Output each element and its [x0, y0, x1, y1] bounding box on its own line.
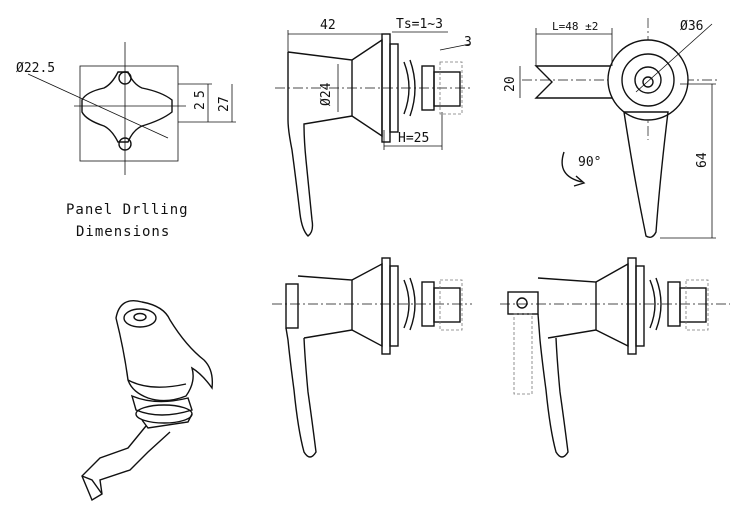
panel-drilling-caption-line1: Panel Drlling — [66, 202, 189, 218]
iso-handle — [115, 300, 214, 402]
panel-drilling-view: Ø22.5 5 2 27 — [16, 42, 236, 175]
panel-dim-2: 2 — [193, 102, 208, 110]
handle-lever-side — [287, 52, 353, 237]
side-view-padlock — [500, 257, 730, 458]
front-dim-64: 64 — [695, 152, 710, 168]
handle-lever-front — [623, 111, 669, 239]
cam-bar — [534, 65, 613, 99]
panel-diameter-label: Ø22.5 — [16, 61, 55, 76]
side-view-2 — [272, 257, 472, 458]
front-diameter-leader — [635, 23, 713, 93]
drilling-cutout-shape — [81, 71, 173, 143]
front-rotation-label: 90° — [578, 155, 601, 170]
padlock-hasp-dashed — [513, 313, 533, 395]
side-dim-42: 42 — [320, 18, 336, 33]
diameter-leader — [27, 73, 169, 139]
panel-dim-5: 5 — [193, 90, 208, 98]
side-dim-3: 3 — [464, 35, 472, 50]
side-view: 42 Ts=1~3 3 Ø24 H=25 — [275, 17, 472, 237]
rotation-arrow-icon — [561, 151, 583, 183]
front-dim-diameter: Ø36 — [680, 19, 703, 34]
panel-drilling-caption-line2: Dimensions — [76, 224, 171, 240]
lock-body-circle — [607, 39, 689, 121]
front-dim-l: L=48 ±2 — [552, 20, 598, 33]
panel-dim-27: 27 — [217, 96, 232, 112]
isometric-view — [81, 300, 214, 502]
front-dim-20: 20 — [503, 76, 518, 92]
iso-cam — [81, 425, 171, 502]
side-dim-ts: Ts=1~3 — [396, 17, 443, 32]
side-dim-h: H=25 — [398, 131, 429, 146]
front-view: 90° L=48 ±2 Ø36 20 64 — [503, 18, 720, 239]
side-dim-diameter: Ø24 — [319, 82, 334, 106]
